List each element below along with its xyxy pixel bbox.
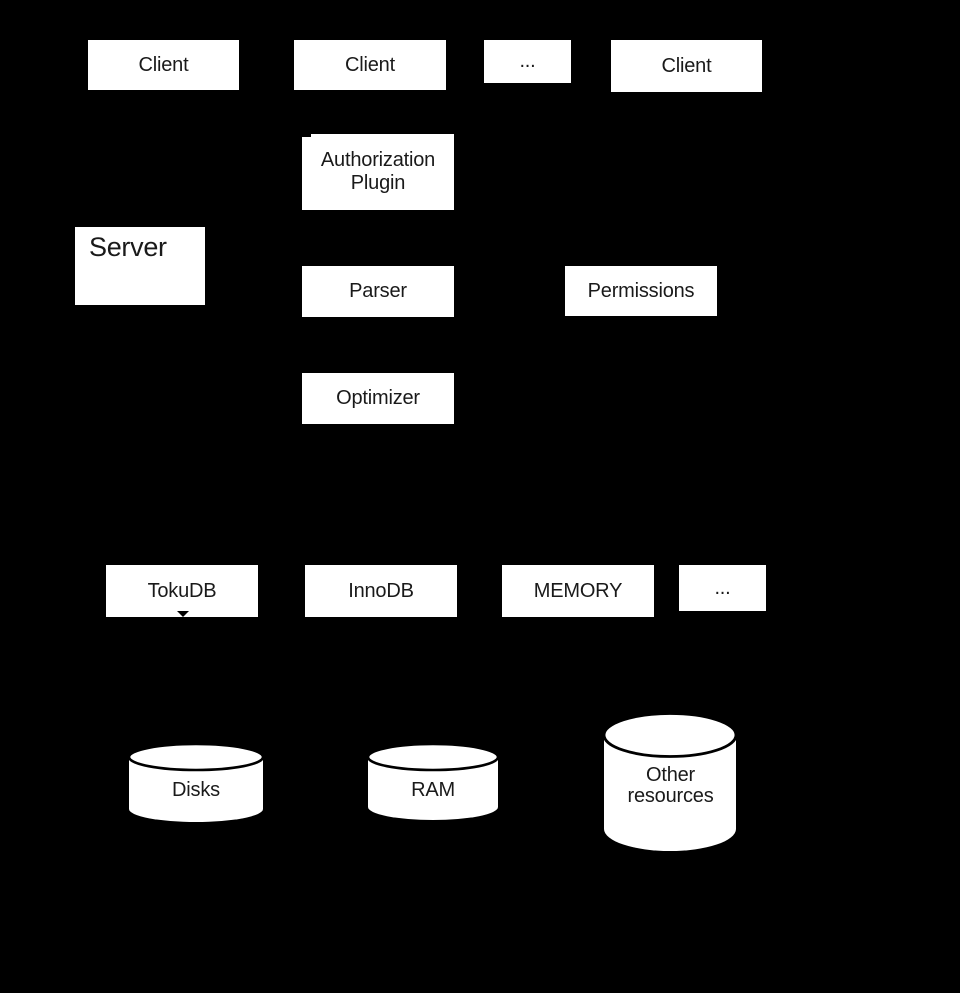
node-client-ellipsis: ... [484,40,571,83]
node-memory-label: MEMORY [533,579,623,602]
node-tokudb-label: TokuDB [147,579,217,602]
cylinder-other-resources-label: Other resources [627,764,714,807]
arrow-fragment-auth-plugin [302,134,311,137]
disks-cylinder-icon [128,743,264,822]
node-authorization-plugin: Authorization Plugin [302,134,454,210]
arrow-fragment-tokudb [177,611,189,617]
node-parser-label: Parser [349,280,407,302]
cylinder-ram: RAM [367,743,499,823]
node-client-1-label: Client [138,53,189,76]
ram-cylinder-icon [367,743,499,820]
node-client-2-label: Client [345,53,395,76]
cylinder-ram-label: RAM [411,778,455,801]
node-innodb: InnoDB [305,565,457,617]
cylinder-other-resources: Other resources [603,711,738,855]
node-optimizer: Optimizer [302,373,454,424]
node-tokudb: TokuDB [106,565,258,617]
cylinder-disks: Disks [128,743,264,825]
node-client-2: Client [294,40,446,90]
node-permissions-label: Permissions [587,279,695,302]
node-optimizer-label: Optimizer [336,387,420,409]
node-innodb-label: InnoDB [348,579,414,602]
cylinder-disks-label: Disks [172,778,220,801]
node-memory: MEMORY [502,565,654,617]
node-engine-ellipsis-label: ... [714,576,731,599]
other-resources-cylinder-icon [603,712,738,851]
node-server-label: Server [89,232,167,262]
node-client-1: Client [88,40,239,90]
node-client-ellipsis-label: ... [519,50,536,72]
node-client-3: Client [611,40,762,92]
node-server: Server [75,227,205,305]
node-permissions: Permissions [565,266,717,316]
node-parser: Parser [302,266,454,317]
node-authorization-plugin-label: Authorization Plugin [320,149,436,194]
node-client-3-label: Client [661,54,712,77]
node-engine-ellipsis: ... [679,565,766,611]
